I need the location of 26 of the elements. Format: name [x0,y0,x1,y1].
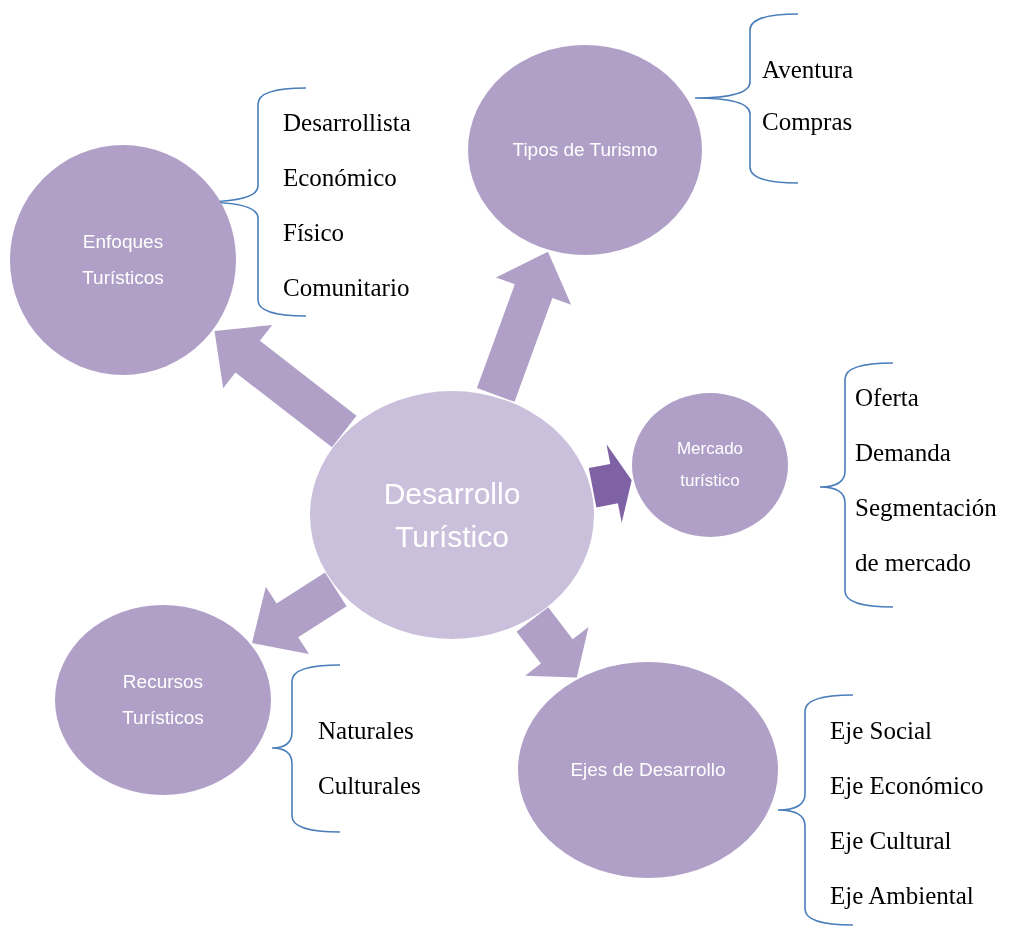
list-item: Eje Ambiental [830,881,975,911]
block-arrow [516,607,589,678]
list-item: Oferta [855,383,920,413]
node-label: Recursos Turísticos [121,669,205,730]
block-arrow [214,325,357,448]
list-item: Demanda [855,438,952,468]
list-item: Económico [283,163,398,193]
list-item: Aventura [762,55,854,85]
block-arrow [252,572,347,655]
node-label: Tipos de Turismo [512,137,658,162]
list-item: Desarrollista [283,108,411,138]
node-label: Ejes de Desarrollo [570,757,726,782]
list-item: Comunitario [283,273,411,303]
list-item: Físico [283,218,346,248]
list-item: Eje Social [830,716,934,746]
node-label: Desarrollo Turístico [382,475,522,555]
list-item: Compras [762,107,854,137]
node-label: Enfoques Turísticos [81,229,165,290]
list-item: Eje Económico [830,771,984,801]
block-arrow [588,444,632,523]
list-item: Segmentación de mercado [855,493,998,578]
node-label: Mercado turístico [675,437,745,492]
list-item: Eje Cultural [830,826,953,856]
list-item: Culturales [318,771,421,801]
block-arrow [476,251,572,402]
list-item: Naturales [318,716,415,746]
